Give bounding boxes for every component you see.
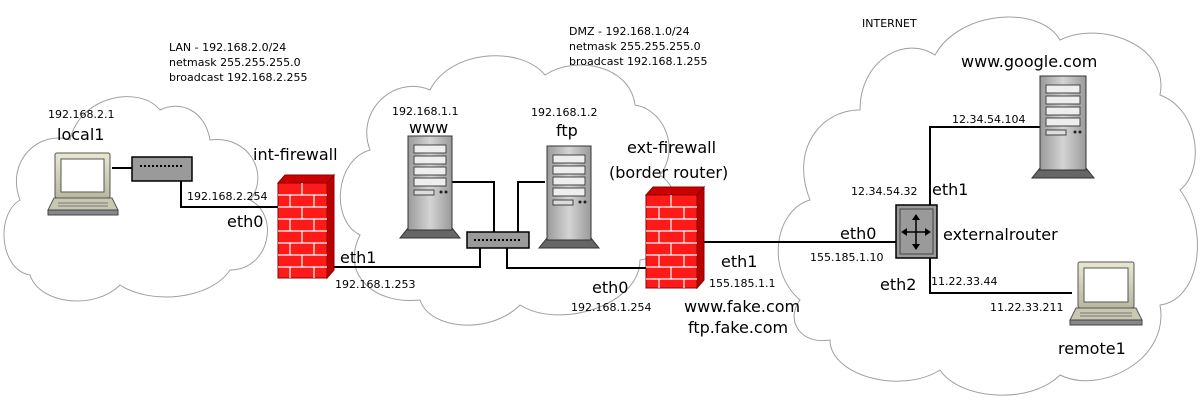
router-icon[interactable] [895,204,938,259]
dmz-label-line2: netmask 255.255.255.0 [569,40,701,53]
router-eth0: eth0 [840,224,876,243]
ftp-ip: 192.168.1.2 [531,106,597,119]
wire-intfw-dmzswitch [334,245,481,268]
lan-switch-icon [131,156,193,182]
remote1-name: remote1 [1058,339,1126,358]
laptop-icon[interactable] [47,152,119,216]
int-firewall-eth0-ip: 192.168.2.254 [187,190,267,203]
ext-firewall-name-line2: (border router) [609,163,728,182]
router-name: externalrouter [943,225,1058,244]
router-eth2: eth2 [880,275,916,294]
internet-cloud [777,16,1198,396]
router-eth1: eth1 [932,180,968,199]
int-firewall-eth1-ip: 192.168.1.253 [335,278,415,291]
wire-router-remote1 [929,258,1072,294]
int-firewall-name: int-firewall [253,145,338,164]
www-name: www [409,118,448,137]
ext-firewall-eth0: eth0 [592,278,628,297]
lan-cloud [3,96,268,302]
wire-ftp-dmzswitch [517,181,545,232]
ftp-server-icon[interactable] [537,145,601,249]
ext-firewall-eth1-ip: 155.185.1.1 [709,277,775,290]
int-firewall-eth0: eth0 [227,212,263,231]
ext-firewall-host2: ftp.fake.com [688,318,788,337]
wire-dmzswitch-extfw [506,245,646,269]
wire-router-google [929,126,1040,205]
int-firewall-icon[interactable] [276,173,336,280]
ext-firewall-name-line1: ext-firewall [627,138,716,157]
ext-firewall-eth0-ip: 192.168.1.254 [571,301,651,314]
www-ip: 192.168.1.1 [392,105,458,118]
dmz-cloud [339,55,678,326]
lan-label-line2: netmask 255.255.255.0 [169,56,301,69]
labels: LAN - 192.168.2.0/24 netmask 255.255.255… [48,17,1126,358]
wire-www-dmzswitch [452,181,495,232]
dmz-label-line3: broadcast 192.168.1.255 [569,55,708,68]
google-server-icon[interactable] [1030,75,1096,179]
ftp-name: ftp [556,121,578,140]
wires [112,126,1072,294]
google-name: www.google.com [961,52,1097,71]
dmz-switch-icon [466,231,530,249]
remote-laptop-icon[interactable] [1069,261,1143,326]
router-eth2-ip: 11.22.33.44 [931,275,997,288]
int-firewall-bricks [278,183,327,278]
ext-firewall-eth1: eth1 [721,252,757,271]
local1-ip: 192.168.2.1 [48,108,114,121]
google-ip: 12.34.54.104 [952,113,1025,126]
lan-label-line1: LAN - 192.168.2.0/24 [169,41,286,54]
ext-firewall-icon[interactable] [644,185,706,290]
remote1-ip: 11.22.33.211 [990,301,1063,314]
internet-label: INTERNET [862,17,917,30]
lan-label-line3: broadcast 192.168.2.255 [169,71,308,84]
router-eth1-ip: 12.34.54.32 [851,185,917,198]
local1-name: local1 [57,125,104,144]
www-server-icon[interactable] [398,135,462,239]
int-firewall-eth1: eth1 [340,248,376,267]
ext-firewall-bricks [646,195,697,288]
router-eth0-ip: 155.185.1.10 [810,251,883,264]
dmz-label-line1: DMZ - 192.168.1.0/24 [569,25,690,38]
ext-firewall-host1: www.fake.com [684,297,800,316]
